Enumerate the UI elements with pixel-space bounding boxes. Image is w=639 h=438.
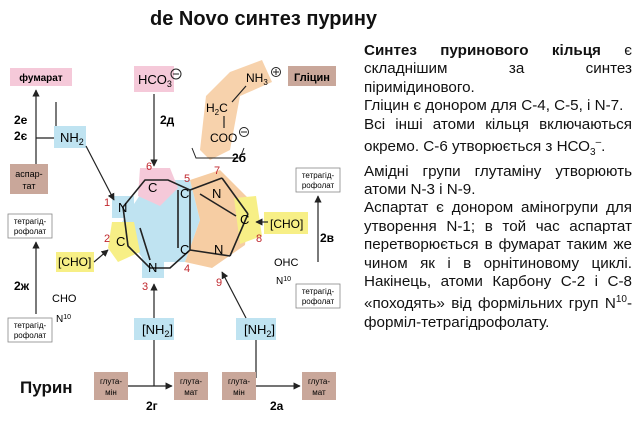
paragraph-2: Гліцин є донором для С-4, С-5, і N-7. xyxy=(364,97,624,115)
thf-box-left xyxy=(7,213,53,239)
step-2d: 2д xyxy=(160,113,175,127)
n10-label-left: N10 xyxy=(56,314,71,325)
step-2e: 2е xyxy=(14,113,28,127)
glutamine-1-a: глута- xyxy=(100,377,122,386)
paragraph-1-bold: Синтез пуринового кільця xyxy=(364,42,601,59)
thf-top-right-2: рофолат xyxy=(302,181,335,190)
glutamate-2-a: глута- xyxy=(308,377,330,386)
paragraph-3: Всі інші атоми кільця включаються окремо… xyxy=(364,115,632,159)
ring-bonds xyxy=(122,177,249,269)
thf-mid-right-2: рофолат xyxy=(302,297,335,306)
ohc-label: OHC xyxy=(274,257,299,269)
glutamine-box-2 xyxy=(222,372,256,400)
page-title: de Novo синтез пурину xyxy=(150,8,378,30)
thf-box-bottom-left xyxy=(7,317,53,343)
description-text: Синтез пуринового кільця є складнішим за… xyxy=(364,42,632,332)
cho-lower-left: CHO xyxy=(52,293,77,305)
glutamate-1-a: глута- xyxy=(180,377,202,386)
thf-left-1: тетрагід- xyxy=(14,217,47,226)
purine-label: Пурин xyxy=(20,378,73,397)
aspartate-label-2: тат xyxy=(23,181,36,191)
svg-text:7: 7 xyxy=(214,165,220,177)
hco3-label: HCO3 xyxy=(138,72,172,89)
thf-box-mid-right xyxy=(295,283,341,309)
svg-text:3: 3 xyxy=(142,281,148,293)
glycine-highlight xyxy=(200,60,272,160)
svg-text:9: 9 xyxy=(216,277,222,289)
atom-c5: C xyxy=(180,186,189,201)
paragraph-5: Аспартат є донором аміногрупи для утворе… xyxy=(364,199,632,331)
glutamine-2-b: мін xyxy=(233,388,245,397)
aspartate-box xyxy=(10,164,48,194)
nh2-aspartate-label: NH2 xyxy=(60,130,84,147)
n3-blue xyxy=(142,256,164,278)
atom-n3: N xyxy=(148,260,157,275)
atom-c4: C xyxy=(180,242,189,257)
thf-box-top-right xyxy=(295,167,341,193)
hco3-box xyxy=(134,66,174,92)
step-2v: 2в xyxy=(320,231,334,245)
atom-c2: C xyxy=(116,234,125,249)
glutamine-2-a: глута- xyxy=(228,377,250,386)
cho-c8-label: [CHO] xyxy=(270,217,303,231)
fumarate-label: фумарат xyxy=(19,72,63,84)
glutamine-1-b: мін xyxy=(105,388,117,397)
glutamate-1-b: мат xyxy=(184,388,198,397)
svg-text:1: 1 xyxy=(104,197,110,209)
paragraph-4: Амідні групи глутаміну утворюють атоми N… xyxy=(364,162,632,198)
thf-left-2: рофолат xyxy=(14,227,47,236)
svg-text:8: 8 xyxy=(256,233,262,245)
nh2-gln-box-2 xyxy=(236,318,276,340)
n10-label-right: N10 xyxy=(276,276,291,287)
ring-numbers: 1 2 3 4 5 6 7 8 9 xyxy=(104,161,262,293)
nh2-gln-label-1: [NH2] xyxy=(142,322,173,339)
step-2b: 2б xyxy=(232,151,246,165)
atom-c8: C xyxy=(240,212,249,227)
glutamate-2-b: мат xyxy=(312,388,326,397)
c6-pink xyxy=(138,168,178,206)
atom-n1: N xyxy=(118,200,127,215)
paragraph-1-rest: є складнішим за синтез піримідинового. xyxy=(364,42,632,96)
thf-bottom-left-1: тетрагід- xyxy=(14,321,47,330)
glycine-label: Гліцин xyxy=(294,72,330,84)
coo-label: COO xyxy=(210,131,237,145)
svg-text:6: 6 xyxy=(146,161,152,173)
glycine-box xyxy=(288,66,336,86)
paragraph-1: Синтез пуринового кільця є складнішим за… xyxy=(364,42,632,97)
svg-text:4: 4 xyxy=(184,263,190,275)
purine-synthesis-diagram: N C N C C C N C N 1 2 3 4 5 6 7 8 9 фума… xyxy=(7,60,341,413)
thf-top-right-1: тетрагід- xyxy=(302,171,335,180)
c2-yellow xyxy=(108,222,140,262)
atom-n9: N xyxy=(214,242,223,257)
cho-c2-label: [CHO] xyxy=(58,255,91,269)
atom-n7: N xyxy=(212,186,221,201)
h2c-label: H2C xyxy=(206,101,228,117)
svg-text:5: 5 xyxy=(184,173,190,185)
glutamine-box-1 xyxy=(94,372,128,400)
step-2ye: 2є xyxy=(14,129,28,143)
fumarate-box xyxy=(10,68,72,86)
cho-highlight-8 xyxy=(264,212,308,234)
step-2g: 2г xyxy=(146,399,158,413)
atom-c6: C xyxy=(148,180,157,195)
ring-six xyxy=(120,180,200,262)
step-2zh: 2ж xyxy=(14,279,30,293)
nh3-label: NH3 xyxy=(246,71,268,87)
glutamate-box-2 xyxy=(302,372,336,400)
thf-mid-right-1: тетрагід- xyxy=(302,287,335,296)
svg-text:2: 2 xyxy=(104,233,110,245)
step-2a: 2а xyxy=(270,399,284,413)
thf-bottom-left-2: рофолат xyxy=(14,331,47,340)
glutamate-box-1 xyxy=(174,372,208,400)
aspartate-label-1: аспар- xyxy=(15,169,42,179)
nh2-gln-box-1 xyxy=(134,318,174,340)
nh2-gln-label-2: [NH2] xyxy=(244,322,275,339)
cho-c2-box xyxy=(56,252,94,272)
nh2-aspartate-box xyxy=(54,126,86,148)
